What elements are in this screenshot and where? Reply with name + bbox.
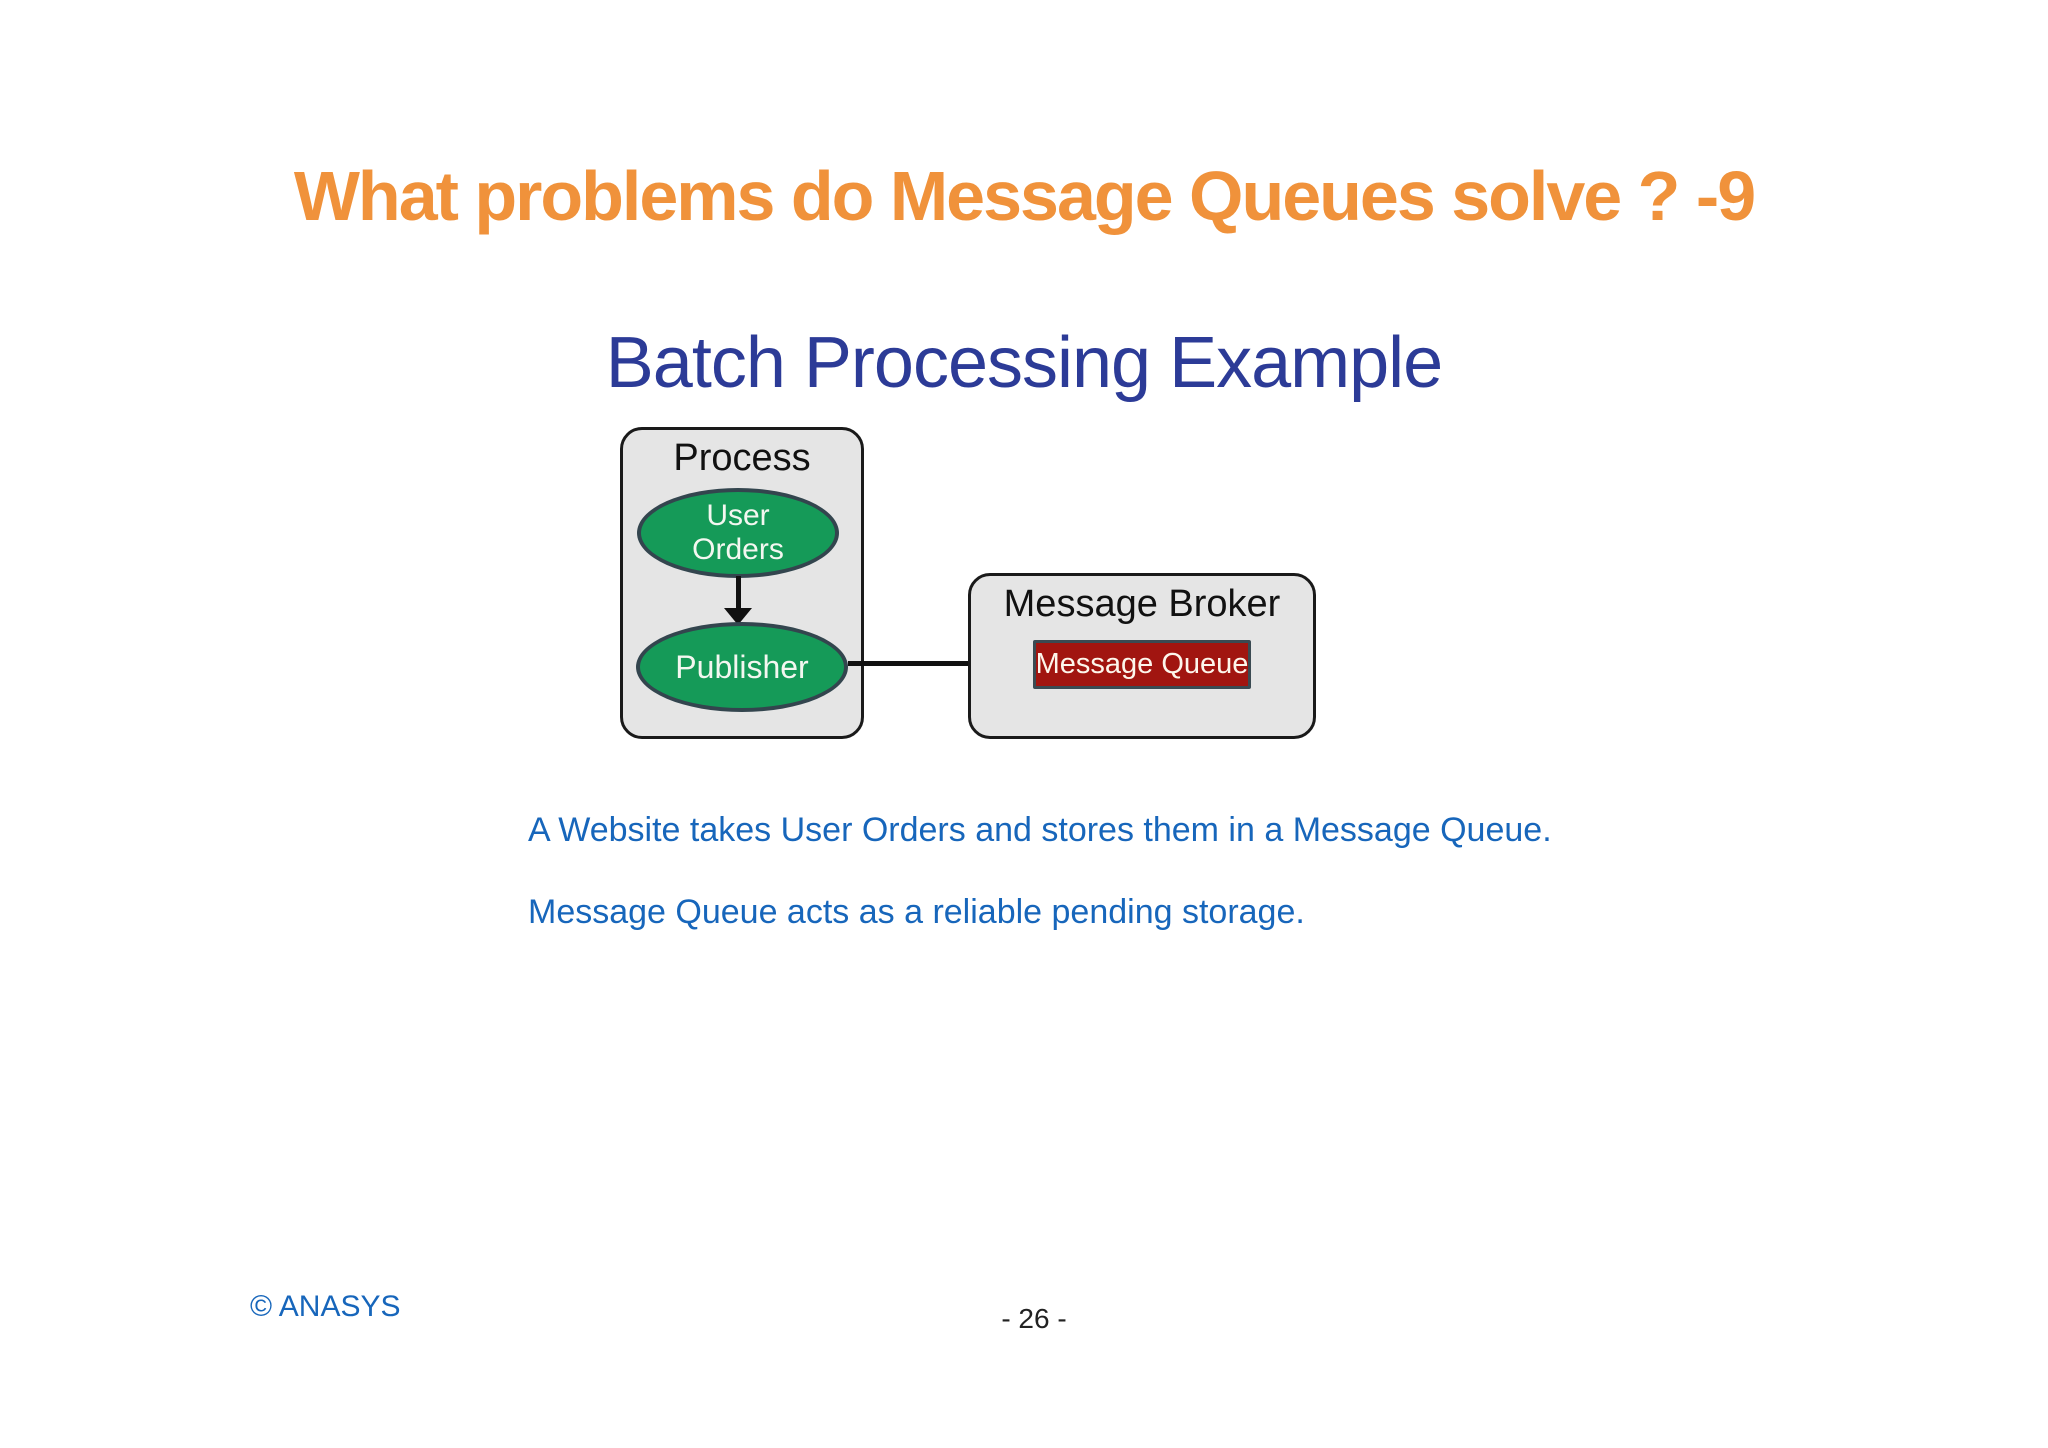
message-broker-group-label: Message Broker xyxy=(1003,583,1281,625)
process-group-label: Process xyxy=(673,437,811,479)
body-text-line-2: Message Queue acts as a reliable pending… xyxy=(528,893,1305,931)
footer-copyright: © ANASYS xyxy=(250,1290,401,1323)
user-orders-label-line1: User xyxy=(706,498,770,532)
down-arrow-head-icon xyxy=(724,608,752,625)
message-queue-label: Message Queue xyxy=(1035,648,1249,680)
right-arrow-line xyxy=(848,661,1002,666)
footer-page-number: - 26 - xyxy=(1001,1303,1067,1334)
message-queue-node: Message Queue xyxy=(1033,640,1251,689)
body-text-line-1: A Website takes User Orders and stores t… xyxy=(528,811,1552,849)
down-arrow-line xyxy=(736,576,741,610)
publisher-label: Publisher xyxy=(675,648,809,685)
user-orders-node: User Orders xyxy=(637,488,839,578)
publisher-node: Publisher xyxy=(636,622,848,712)
slide-subtitle: Batch Processing Example xyxy=(605,323,1443,403)
slide-title: What problems do Message Queues solve ? … xyxy=(293,157,1756,235)
user-orders-label-line2: Orders xyxy=(692,533,784,566)
